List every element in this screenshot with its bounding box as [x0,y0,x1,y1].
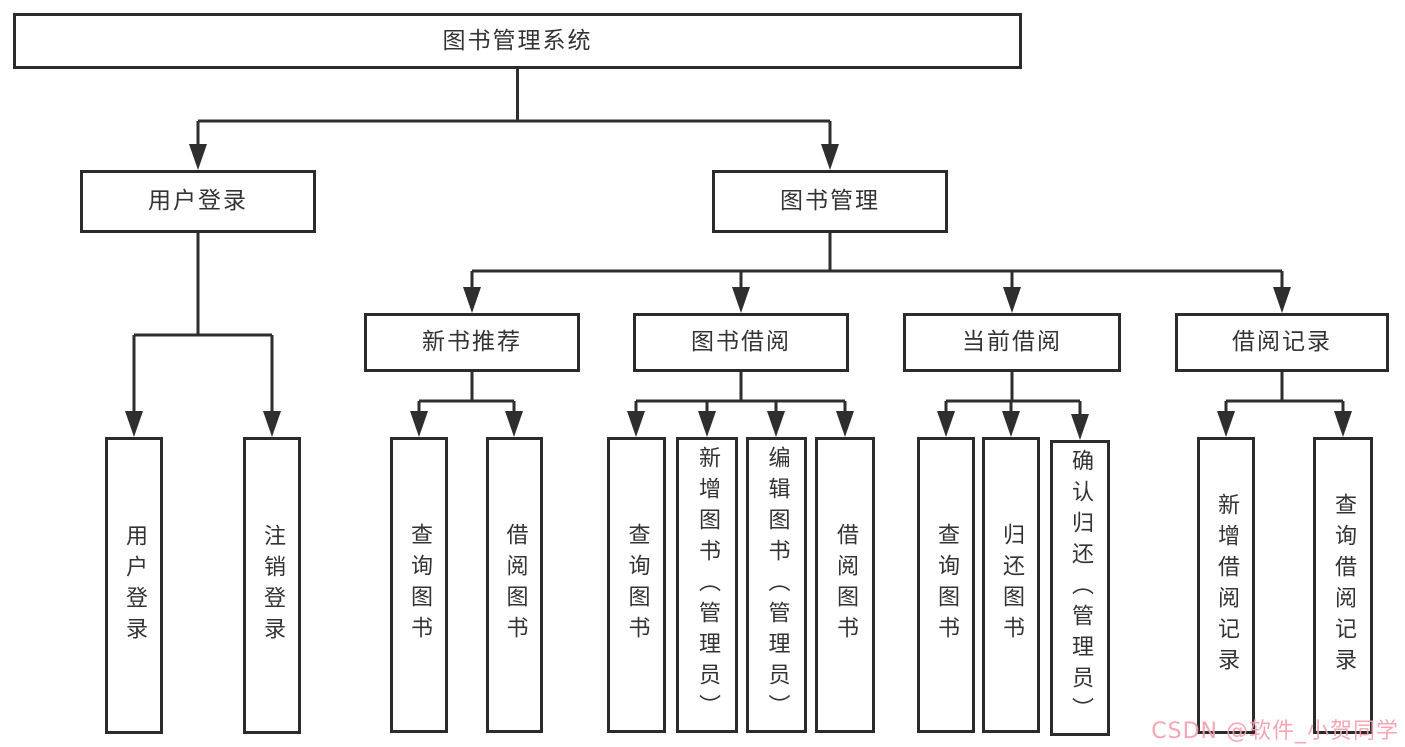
leaf-nb-borrow-books: 借阅图书 [486,437,543,733]
node-label: 查询图书 [624,523,650,647]
node-label: 新增图书（管理员） [695,445,720,725]
node-current-borrowing: 当前借阅 [903,313,1121,372]
arrow-down-icon [263,411,281,437]
node-label: 图书管理系统 [442,27,593,54]
arrow-down-icon [836,411,854,437]
node-new-book-recommendation: 新书推荐 [364,313,580,372]
connector-book-borrowing-to-leaves [634,372,847,417]
node-label: 借阅记录 [1232,329,1332,355]
leaf-cb-query-books: 查询图书 [917,437,975,733]
node-book-management-group: 图书管理 [712,170,948,233]
arrow-down-icon [698,411,716,437]
leaf-logout-login: 注销登录 [243,437,301,734]
connector-user-login-to-leaves [132,233,274,417]
node-label: 编辑图书（管理员） [764,445,790,725]
node-label: 借阅图书 [833,523,858,647]
node-label: 图书管理 [780,188,880,214]
node-label: 当前借阅 [962,329,1062,355]
node-label: 确认归还（管理员） [1068,448,1093,728]
node-library-management-system: 图书管理系统 [13,13,1022,69]
leaf-bb-add-books-admin: 新增图书（管理员） [676,437,738,733]
node-book-borrowing: 图书借阅 [633,313,849,372]
node-label: 查询图书 [934,523,959,647]
leaf-nb-query-books: 查询图书 [390,437,448,733]
connector-root-to-level2 [196,69,832,150]
connector-new-book-to-leaves [417,372,516,417]
connector-book-management-to-level3 [470,233,1284,293]
node-borrowing-records: 借阅记录 [1175,313,1389,372]
arrow-down-icon [125,411,143,437]
connector-current-borrowing-to-leaves [944,372,1082,420]
node-user-login-group: 用户登录 [80,170,316,233]
arrow-down-icon [1217,411,1235,437]
leaf-bb-borrow-books: 借阅图书 [815,437,875,733]
connector-paths [132,69,1345,420]
leaf-cb-return-books: 归还图书 [982,437,1040,733]
node-label: 归还图书 [999,523,1024,647]
node-label: 用户登录 [122,523,147,648]
node-label: 新增借阅记录 [1214,492,1239,679]
leaf-cb-confirm-return-admin: 确认归还（管理员） [1050,440,1110,736]
arrowhead-icons [125,144,1352,440]
arrow-down-icon [767,411,785,437]
arrow-down-icon [1273,287,1291,313]
node-label: 注销登录 [260,523,285,648]
node-label: 新书推荐 [422,329,522,355]
arrow-down-icon [937,411,955,437]
arrow-down-icon [1071,414,1089,440]
node-label: 查询图书 [407,523,432,647]
node-label: 图书借阅 [691,329,791,355]
arrow-down-icon [505,411,523,437]
arrow-down-icon [463,287,481,313]
arrow-down-icon [189,144,207,170]
leaf-br-add-record: 新增借阅记录 [1197,437,1255,734]
watermark: CSDN @软件_小贺同学 [1151,719,1399,744]
arrow-down-icon [732,287,750,313]
node-label: 用户登录 [148,188,248,214]
arrow-down-icon [627,411,645,437]
leaf-br-query-record: 查询借阅记录 [1313,437,1373,734]
leaf-user-login: 用户登录 [105,437,163,734]
node-label: 借阅图书 [502,523,528,647]
node-label: 查询借阅记录 [1331,492,1356,679]
arrow-down-icon [1003,287,1021,313]
arrow-down-icon [1002,411,1020,437]
leaf-bb-query-books: 查询图书 [607,437,666,733]
arrow-down-icon [1334,411,1352,437]
leaf-bb-edit-books-admin: 编辑图书（管理员） [746,437,807,733]
connector-records-to-leaves [1224,372,1345,417]
arrow-down-icon [410,411,428,437]
arrow-down-icon [821,144,839,170]
